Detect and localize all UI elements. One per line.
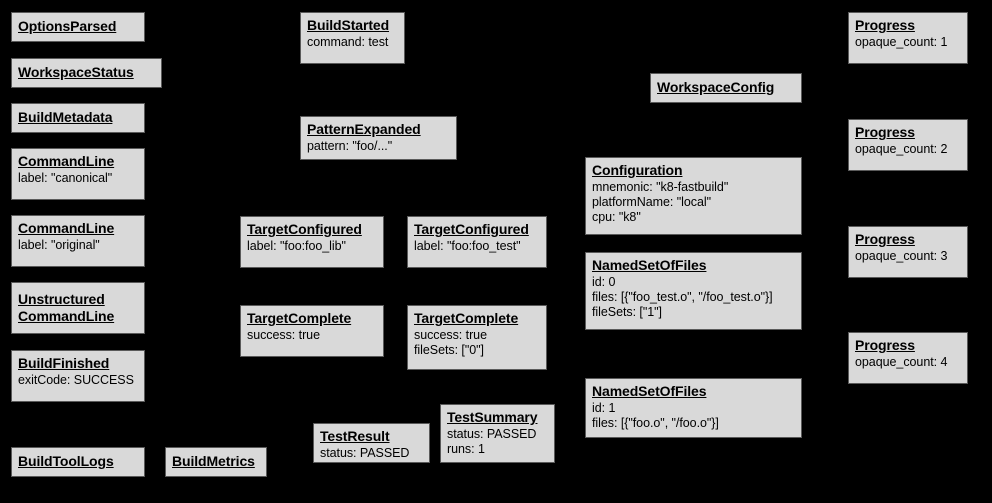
- node-build-finished[interactable]: BuildFinished exitCode: SUCCESS: [11, 350, 145, 402]
- node-fields: label: "original": [18, 238, 138, 253]
- node-title: Unstructured CommandLine: [18, 290, 115, 324]
- node-field: success: true: [247, 328, 320, 342]
- node-field: pattern: "foo/...": [307, 139, 393, 153]
- node-progress-3[interactable]: Progress opaque_count: 3: [848, 226, 968, 278]
- node-field: status: PASSED: [447, 427, 537, 441]
- node-fields: exitCode: SUCCESS: [18, 373, 138, 388]
- node-workspace-status[interactable]: WorkspaceStatus: [11, 58, 162, 88]
- node-field: label: "foo:foo_test": [414, 239, 521, 253]
- node-fields: label: "foo:foo_test": [414, 239, 540, 254]
- node-command-line-canonical[interactable]: CommandLine label: "canonical": [11, 148, 145, 200]
- node-title: TestSummary: [447, 409, 538, 425]
- node-title: WorkspaceStatus: [18, 64, 134, 80]
- node-field: opaque_count: 2: [855, 142, 948, 156]
- node-title: BuildMetadata: [18, 109, 113, 125]
- node-field: platformName: "local": [592, 195, 711, 209]
- node-configuration[interactable]: Configuration mnemonic: "k8-fastbuild"pla…: [585, 157, 802, 235]
- node-field: label: "original": [18, 238, 100, 252]
- node-target-configured-foo-test[interactable]: TargetConfigured label: "foo:foo_test": [407, 216, 547, 268]
- node-field: command: test: [307, 35, 389, 49]
- node-fields: opaque_count: 2: [855, 142, 961, 157]
- node-field: files: [{"foo.o", "/foo.o"}]: [592, 416, 719, 430]
- node-fields: pattern: "foo/...": [307, 139, 450, 154]
- node-field: status: PASSED: [320, 446, 410, 460]
- node-title: TargetComplete: [247, 310, 352, 326]
- node-field: label: "canonical": [18, 171, 113, 185]
- node-target-complete-lib[interactable]: TargetComplete success: true: [240, 305, 384, 357]
- node-field: files: [{"foo_test.o", "/foo_test.o"}]: [592, 290, 773, 304]
- node-fields: success: true: [247, 328, 377, 343]
- node-title: Configuration: [592, 162, 683, 178]
- node-field: cpu: "k8": [592, 210, 641, 224]
- node-unstructured-command-line[interactable]: Unstructured CommandLine: [11, 282, 145, 334]
- node-title: TargetComplete: [414, 310, 519, 326]
- node-title: CommandLine: [18, 220, 115, 236]
- node-title: TargetConfigured: [414, 221, 529, 237]
- node-title: NamedSetOfFiles: [592, 257, 707, 273]
- node-field: opaque_count: 1: [855, 35, 948, 49]
- node-title: BuildFinished: [18, 355, 110, 371]
- node-fields: status: PASSED: [320, 446, 423, 461]
- node-fields: label: "canonical": [18, 171, 138, 186]
- node-field: fileSets: ["1"]: [592, 305, 662, 319]
- node-options-parsed[interactable]: OptionsParsed: [11, 12, 145, 42]
- node-build-started[interactable]: BuildStarted command: test: [300, 12, 405, 64]
- node-progress-4[interactable]: Progress opaque_count: 4: [848, 332, 968, 384]
- node-fields: mnemonic: "k8-fastbuild"platformName: "l…: [592, 180, 795, 225]
- node-field: exitCode: SUCCESS: [18, 373, 134, 387]
- node-title: Progress: [855, 124, 915, 140]
- node-build-tool-logs[interactable]: BuildToolLogs: [11, 447, 145, 477]
- node-field: id: 0: [592, 275, 616, 289]
- node-progress-1[interactable]: Progress opaque_count: 1: [848, 12, 968, 64]
- node-fields: label: "foo:foo_lib": [247, 239, 377, 254]
- node-title: BuildToolLogs: [18, 453, 114, 469]
- node-title: TestResult: [320, 428, 390, 444]
- node-title: WorkspaceConfig: [657, 79, 775, 95]
- node-title: Progress: [855, 337, 915, 353]
- node-field: runs: 1: [447, 442, 485, 456]
- node-title: BuildStarted: [307, 17, 390, 33]
- node-title: PatternExpanded: [307, 121, 421, 137]
- node-test-result[interactable]: TestResult status: PASSED: [313, 423, 430, 463]
- node-fields: command: test: [307, 35, 398, 50]
- node-title: TargetConfigured: [247, 221, 362, 237]
- node-field: label: "foo:foo_lib": [247, 239, 346, 253]
- node-fields: opaque_count: 3: [855, 249, 961, 264]
- node-command-line-original[interactable]: CommandLine label: "original": [11, 215, 145, 267]
- node-field: mnemonic: "k8-fastbuild": [592, 180, 729, 194]
- node-progress-2[interactable]: Progress opaque_count: 2: [848, 119, 968, 171]
- node-field: id: 1: [592, 401, 616, 415]
- node-build-metadata[interactable]: BuildMetadata: [11, 103, 145, 133]
- node-field: fileSets: ["0"]: [414, 343, 484, 357]
- node-fields: opaque_count: 4: [855, 355, 961, 370]
- node-field: success: true: [414, 328, 487, 342]
- node-workspace-config[interactable]: WorkspaceConfig: [650, 73, 802, 103]
- node-field: opaque_count: 4: [855, 355, 948, 369]
- node-title: OptionsParsed: [18, 18, 117, 34]
- node-fields: opaque_count: 1: [855, 35, 961, 50]
- node-pattern-expanded[interactable]: PatternExpanded pattern: "foo/...": [300, 116, 457, 160]
- node-build-metrics[interactable]: BuildMetrics: [165, 447, 267, 477]
- node-title: NamedSetOfFiles: [592, 383, 707, 399]
- node-target-configured-foo-lib[interactable]: TargetConfigured label: "foo:foo_lib": [240, 216, 384, 268]
- node-title: Progress: [855, 17, 915, 33]
- node-title: CommandLine: [18, 153, 115, 169]
- node-title: BuildMetrics: [172, 453, 255, 469]
- node-field: opaque_count: 3: [855, 249, 948, 263]
- node-title: Progress: [855, 231, 915, 247]
